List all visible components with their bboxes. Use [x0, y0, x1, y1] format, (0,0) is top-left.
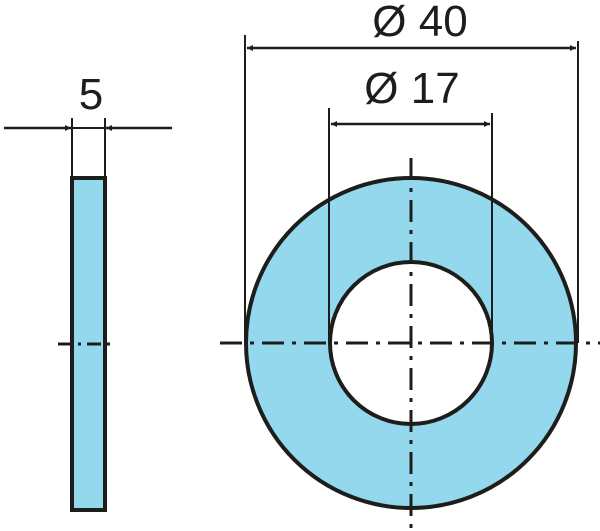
outer-diameter-label: Ø 40 [372, 0, 467, 46]
inner-diameter-label: Ø 17 [364, 64, 459, 113]
thickness-label: 5 [79, 70, 103, 119]
front-view: Ø 40 Ø 17 [220, 0, 600, 531]
side-view: 5 [4, 70, 172, 512]
